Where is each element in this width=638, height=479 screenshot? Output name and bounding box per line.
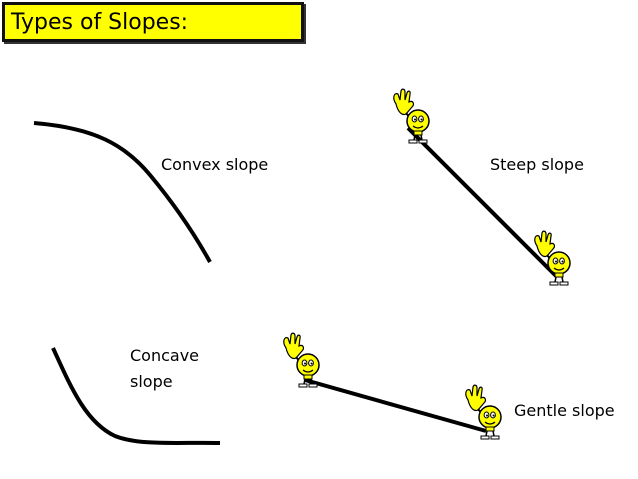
title-banner: Types of Slopes: [2, 2, 304, 42]
steep-slope-line [406, 126, 558, 278]
waving-figure-icon [392, 88, 430, 144]
convex-slope-label: Convex slope [161, 155, 269, 174]
concave-slope-label-line2: slope [130, 372, 173, 391]
convex-slope-curve [33, 121, 212, 263]
concave-slope-label-line1: Concave [130, 346, 200, 365]
concave-slope-curve [51, 347, 221, 445]
waving-figure-icon [282, 332, 320, 388]
gentle-slope-line [304, 378, 487, 433]
steep-slope-label: Steep slope [490, 155, 584, 174]
page-title: Types of Slopes: [11, 9, 189, 35]
gentle-slope-label: Gentle slope [514, 401, 615, 420]
